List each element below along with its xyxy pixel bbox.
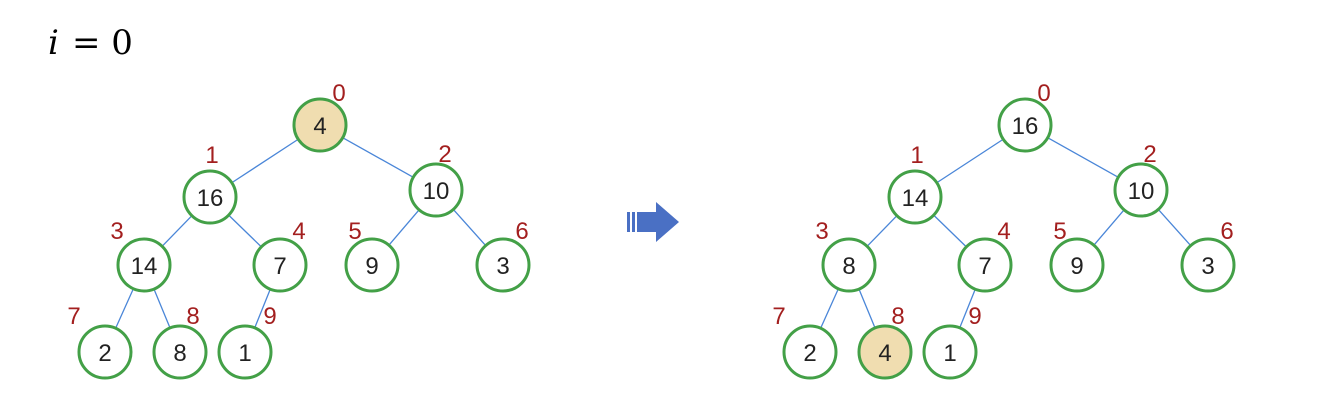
right-arrow-icon xyxy=(627,202,679,242)
node-value-8: 4 xyxy=(878,340,891,367)
node-index-label-6: 6 xyxy=(1220,218,1233,245)
edge-3-7 xyxy=(115,288,134,329)
node-value-6: 3 xyxy=(1201,253,1214,280)
node-index-label-0: 0 xyxy=(1037,80,1050,107)
node-index-label-3: 3 xyxy=(815,218,828,245)
node-index-label-9: 9 xyxy=(968,303,981,330)
node-circle-2 xyxy=(1113,162,1169,218)
node-index-label-9: 9 xyxy=(263,303,276,330)
node-value-9: 1 xyxy=(238,340,251,367)
edge-2-5 xyxy=(388,209,420,246)
node-circle-4 xyxy=(957,237,1013,293)
node-circle-6 xyxy=(1180,237,1236,293)
node-value-3: 8 xyxy=(842,253,855,280)
heading-equals: = 0 xyxy=(72,23,133,63)
node-index-label-8: 8 xyxy=(186,303,199,330)
edge-1-4 xyxy=(228,214,262,248)
node-index-label-8: 8 xyxy=(891,303,904,330)
edge-4-9 xyxy=(254,288,271,329)
edge-0-1 xyxy=(231,138,299,184)
node-index-label-1: 1 xyxy=(910,142,923,169)
node-circle-3 xyxy=(116,237,172,293)
node-index-label-2: 2 xyxy=(1143,141,1156,168)
node-index-label-4: 4 xyxy=(997,218,1010,245)
node-value-0: 4 xyxy=(313,113,326,140)
node-circle-5 xyxy=(1049,237,1105,293)
node-circle-6 xyxy=(475,237,531,293)
node-index-label-2: 2 xyxy=(438,141,451,168)
node-value-4: 7 xyxy=(978,253,991,280)
node-value-8: 8 xyxy=(173,340,186,367)
node-circle-7 xyxy=(782,324,838,380)
node-circle-8 xyxy=(152,324,208,380)
node-value-5: 9 xyxy=(365,253,378,280)
node-value-2: 10 xyxy=(1128,178,1155,205)
edge-3-8 xyxy=(858,288,876,329)
node-circle-5 xyxy=(344,237,400,293)
node-circle-7 xyxy=(77,324,133,380)
node-circle-9 xyxy=(922,324,978,380)
node-value-1: 16 xyxy=(197,185,224,212)
node-value-1: 14 xyxy=(902,185,929,212)
edge-3-8 xyxy=(153,288,171,329)
node-value-7: 2 xyxy=(803,340,816,367)
node-index-label-4: 4 xyxy=(292,218,305,245)
edge-2-5 xyxy=(1093,209,1125,246)
node-value-7: 2 xyxy=(98,340,111,367)
node-index-label-5: 5 xyxy=(1053,218,1066,245)
edge-0-1 xyxy=(936,138,1004,184)
edge-2-6 xyxy=(1157,208,1192,247)
node-index-label-6: 6 xyxy=(515,218,528,245)
node-value-3: 14 xyxy=(131,253,158,280)
node-index-label-7: 7 xyxy=(67,303,80,330)
node-index-label-1: 1 xyxy=(205,142,218,169)
edge-1-3 xyxy=(866,215,898,247)
edge-3-7 xyxy=(820,288,839,329)
node-index-label-3: 3 xyxy=(110,218,123,245)
edge-2-6 xyxy=(452,208,487,247)
node-circle-9 xyxy=(217,324,273,380)
node-circle-3 xyxy=(821,237,877,293)
node-value-4: 7 xyxy=(273,253,286,280)
node-circle-0 xyxy=(292,97,348,153)
node-value-9: 1 xyxy=(943,340,956,367)
node-circle-1 xyxy=(182,169,238,225)
edge-0-2 xyxy=(1047,137,1119,178)
node-circle-8 xyxy=(857,324,913,380)
node-index-label-5: 5 xyxy=(348,218,361,245)
node-circle-2 xyxy=(408,162,464,218)
node-index-label-7: 7 xyxy=(772,303,785,330)
node-value-6: 3 xyxy=(496,253,509,280)
edge-0-2 xyxy=(342,137,414,178)
edge-1-4 xyxy=(933,214,967,248)
node-value-0: 16 xyxy=(1012,113,1039,140)
node-index-label-0: 0 xyxy=(332,80,345,107)
node-value-5: 9 xyxy=(1070,253,1083,280)
node-circle-1 xyxy=(887,169,943,225)
node-value-2: 10 xyxy=(423,178,450,205)
heading-variable: i xyxy=(48,23,59,63)
edge-4-9 xyxy=(959,288,976,329)
edge-1-3 xyxy=(161,215,193,247)
node-circle-0 xyxy=(997,97,1053,153)
node-circle-4 xyxy=(252,237,308,293)
